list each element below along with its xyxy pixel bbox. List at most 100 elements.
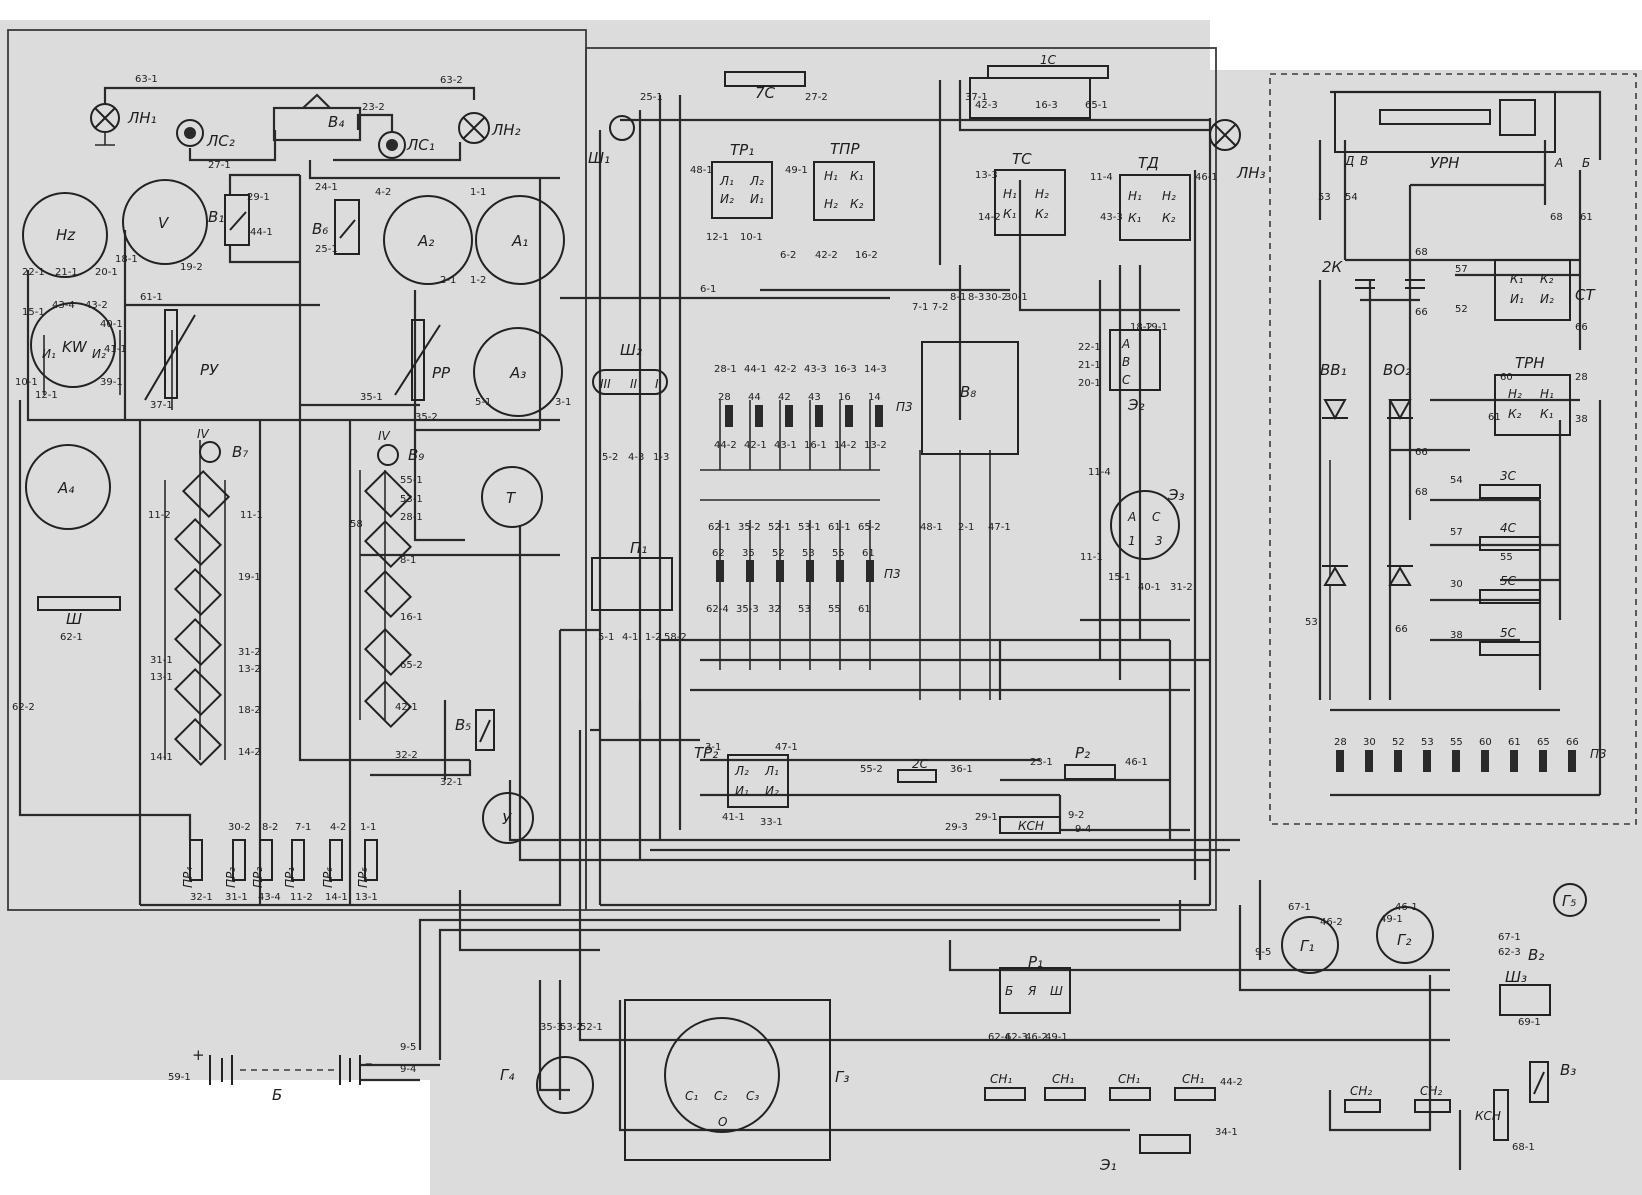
svg-text:53: 53 (798, 604, 811, 615)
diode-lower-2 (1387, 565, 1413, 586)
svg-text:8-1: 8-1 (400, 555, 416, 566)
svg-text:7-1: 7-1 (295, 822, 311, 833)
svg-text:43-2: 43-2 (85, 300, 108, 311)
svg-text:41-1: 41-1 (722, 812, 745, 823)
switch-v8-block (921, 341, 1019, 455)
svg-text:38: 38 (1450, 630, 1463, 641)
transformer-tr2 (727, 754, 789, 808)
wire-labels: 63-1 63-2 27-1 29-1 44-1 23-2 24-1 25-1 … (12, 74, 1593, 1153)
transformer-td (1119, 174, 1191, 241)
label-tr2-i2: И₂ (765, 784, 779, 798)
svg-text:14: 14 (868, 392, 881, 403)
label-connector-sh2: Ш₂ (620, 341, 642, 359)
diode-lower-1 (1322, 565, 1348, 586)
svg-text:53: 53 (1318, 192, 1331, 203)
label-resistor-ksn-b: КСН (1475, 1109, 1501, 1123)
label-regulator-urn: УРН (1430, 154, 1459, 172)
label-resistor-2c: 2С (912, 757, 929, 771)
svg-text:68: 68 (1550, 212, 1563, 223)
label-e2-a: А (1121, 337, 1130, 351)
svg-text:21-1: 21-1 (1078, 360, 1101, 371)
meter-u (482, 792, 534, 844)
svg-text:12-1: 12-1 (35, 390, 58, 401)
svg-text:28-1: 28-1 (400, 512, 423, 523)
label-tr1-l1: Л₁ (719, 174, 734, 188)
svg-text:47-1: 47-1 (988, 522, 1011, 533)
transformer-trn (1494, 374, 1571, 436)
label-relay-r1: Р₁ (1028, 953, 1043, 971)
label-trn-k2: К₂ (1508, 407, 1522, 421)
resistor-ksn (999, 816, 1061, 834)
svg-text:42-2: 42-2 (774, 364, 797, 375)
label-g3-term-c3: С₃ (746, 1089, 759, 1103)
svg-text:61: 61 (858, 604, 871, 615)
svg-text:42-2: 42-2 (815, 250, 838, 261)
svg-text:13-1: 13-1 (355, 892, 378, 903)
resistor-5c-b (1479, 641, 1541, 656)
label-tpr-k2: К₂ (850, 197, 864, 211)
label-sh2-i: I (655, 377, 659, 391)
svg-text:49-1: 49-1 (1045, 1032, 1068, 1043)
svg-text:21-1: 21-1 (55, 267, 78, 278)
label-fuse-pr4: ПР₄ (181, 867, 195, 888)
label-resistor-ksn: КСН (1018, 819, 1044, 833)
label-generator-g1: Г₁ (1300, 937, 1314, 955)
terminal-strip-lower (716, 560, 874, 582)
label-meter-t: Т (506, 489, 517, 507)
frame-right-panel (1269, 73, 1637, 825)
svg-text:55-1: 55-1 (400, 475, 423, 486)
svg-text:43-3: 43-3 (1100, 212, 1123, 223)
label-e3-term-3: 3 (1155, 534, 1163, 548)
label-diode-vv1: ВВ₁ (1320, 361, 1347, 379)
label-e2-v: В (1122, 355, 1130, 369)
label-ts-n1: Н₁ (1003, 187, 1017, 201)
svg-text:60: 60 (1479, 737, 1492, 748)
svg-text:62-1: 62-1 (60, 632, 83, 643)
label-connector-sh1: Ш₁ (588, 149, 610, 167)
svg-text:32-2: 32-2 (395, 750, 418, 761)
label-g3-term-o: О (718, 1115, 727, 1129)
svg-text:67-1: 67-1 (1498, 932, 1521, 943)
svg-text:7-2: 7-2 (932, 302, 948, 313)
label-relay-r1-term-b: Б (1005, 984, 1013, 998)
svg-text:12-1: 12-1 (706, 232, 729, 243)
label-ts-n2: Н₂ (1035, 187, 1049, 201)
terminal-strip-right (1336, 750, 1576, 772)
svg-text:7-1: 7-1 (912, 302, 928, 313)
svg-text:37-1: 37-1 (150, 400, 173, 411)
label-meter-v: V (158, 214, 170, 232)
svg-text:14-3: 14-3 (864, 364, 887, 375)
label-lamp-ln2: ЛН₂ (491, 121, 521, 139)
svg-text:44: 44 (748, 392, 761, 403)
svg-text:18-2: 18-2 (1130, 322, 1153, 333)
svg-text:53-1: 53-1 (400, 494, 423, 505)
svg-text:54: 54 (1450, 475, 1463, 486)
svg-text:10-1: 10-1 (15, 377, 38, 388)
resistor-5c (1479, 589, 1541, 604)
label-kw-i1: И₁ (42, 347, 56, 361)
label-kw-i2: И₂ (92, 347, 106, 361)
svg-text:20-1: 20-1 (95, 267, 118, 278)
svg-text:13-2: 13-2 (238, 664, 261, 675)
switch-v9 (377, 444, 399, 466)
svg-text:48-1: 48-1 (690, 165, 713, 176)
label-meter-kw: KW (62, 338, 88, 356)
svg-text:55: 55 (1450, 737, 1463, 748)
label-tr1-l2: Л₂ (749, 174, 764, 188)
resistor-7c (724, 71, 806, 87)
svg-text:66: 66 (1575, 322, 1588, 333)
svg-text:6-1: 6-1 (700, 284, 716, 295)
svg-text:40-1: 40-1 (1138, 582, 1161, 593)
label-exciter-e1: Э₁ (1099, 1156, 1117, 1174)
svg-text:42-1: 42-1 (395, 702, 418, 713)
label-meter-a4: А₄ (57, 479, 74, 497)
svg-text:62-3: 62-3 (1498, 947, 1521, 958)
diode-vo2 (1387, 399, 1413, 421)
svg-text:18-2: 18-2 (238, 705, 261, 716)
svg-text:59-1: 59-1 (168, 1072, 191, 1083)
svg-text:37-1: 37-1 (965, 92, 988, 103)
svg-text:43: 43 (808, 392, 821, 403)
svg-text:52-1: 52-1 (580, 1022, 603, 1033)
label-st-k2: К₂ (1540, 272, 1554, 286)
svg-text:62: 62 (712, 548, 725, 559)
